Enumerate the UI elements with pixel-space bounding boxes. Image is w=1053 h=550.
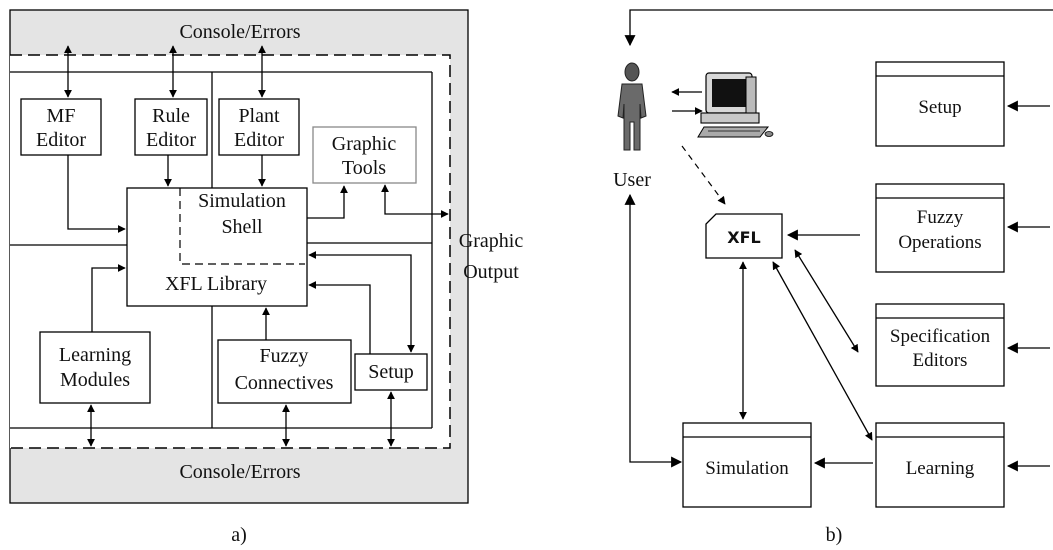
learning-modules-label-2: Modules: [60, 369, 130, 391]
caption-b: b): [826, 524, 843, 546]
graphic-tools-box: [312, 126, 417, 184]
arrow-user-xfl-dashed: [681, 145, 726, 205]
fuzzy-operations-label-1: Fuzzy: [917, 207, 964, 228]
graphic-output-label-1: Graphic: [459, 230, 524, 252]
fuzzy-connectives-label-2: Connectives: [235, 372, 334, 394]
diagram-b: User XFL Setup Fuzzy Operations: [613, 9, 1053, 546]
arrow-mf-library: [67, 155, 126, 233]
rule-editor-box: [134, 98, 208, 156]
specification-editors-label-2: Editors: [913, 350, 968, 371]
arrow-xfl-learning: [772, 261, 873, 441]
simulation-shell-label-1: Simulation: [198, 190, 286, 212]
simulation-shell-label-2: Shell: [221, 216, 263, 238]
fuzzy-operations-label-2: Operations: [898, 232, 981, 253]
console-errors-top-label: Console/Errors: [179, 21, 300, 43]
setup-label-a: Setup: [368, 361, 414, 383]
arrow-xfl-specification-editors: [794, 249, 859, 353]
plant-editor-label-2: Editor: [234, 129, 284, 151]
console-errors-bottom-label: Console/Errors: [179, 461, 300, 483]
setup-label-b: Setup: [918, 97, 961, 118]
xfl-label: XFL: [727, 228, 760, 247]
graphic-tools-label-1: Graphic: [332, 133, 397, 155]
arrow-shell-setup: [308, 251, 415, 353]
simulation-label: Simulation: [705, 458, 789, 479]
xfl-document: [705, 213, 783, 259]
fuzzy-connectives-label-1: Fuzzy: [260, 345, 309, 367]
dashed-boundary: [10, 54, 451, 449]
fuzzy-operations-box: [875, 183, 1005, 273]
rule-editor-label-1: Rule: [152, 105, 190, 127]
simulation-shell-boundary: [179, 188, 305, 265]
plant-editor-box: [218, 98, 300, 156]
rule-editor-label-2: Editor: [146, 129, 196, 151]
graphic-tools-label-2: Tools: [342, 157, 386, 179]
xfl-library-label: XFL Library: [165, 273, 267, 295]
caption-a: a): [231, 524, 247, 546]
diagram-a: Console/Errors Console/Errors MF Editor …: [9, 9, 524, 546]
learning-label: Learning: [906, 458, 975, 479]
computer-icon: [697, 72, 774, 138]
mf-editor-box: [20, 98, 102, 156]
graphic-output-label-2: Output: [463, 261, 519, 283]
setup-box-a: [354, 353, 428, 391]
mf-editor-label-1: MF: [47, 105, 76, 127]
plant-editor-label-1: Plant: [238, 105, 280, 127]
user-icon: [617, 62, 647, 151]
learning-modules-box: [39, 331, 151, 404]
learning-modules-label-1: Learning: [59, 344, 131, 366]
specification-editors-label-1: Specification: [890, 326, 991, 347]
user-label: User: [613, 169, 651, 191]
arrow-simulation-user: [624, 193, 683, 468]
mf-editor-label-2: Editor: [36, 129, 86, 151]
arrow-setup-library: [308, 281, 371, 354]
top-feedback-arrow: [624, 9, 1053, 47]
arrow-shell-graphic-tools: [307, 185, 348, 219]
xfl-library-box: [126, 187, 308, 307]
arrow-graphic-output: [381, 184, 449, 218]
arrow-learning-library: [91, 264, 126, 332]
